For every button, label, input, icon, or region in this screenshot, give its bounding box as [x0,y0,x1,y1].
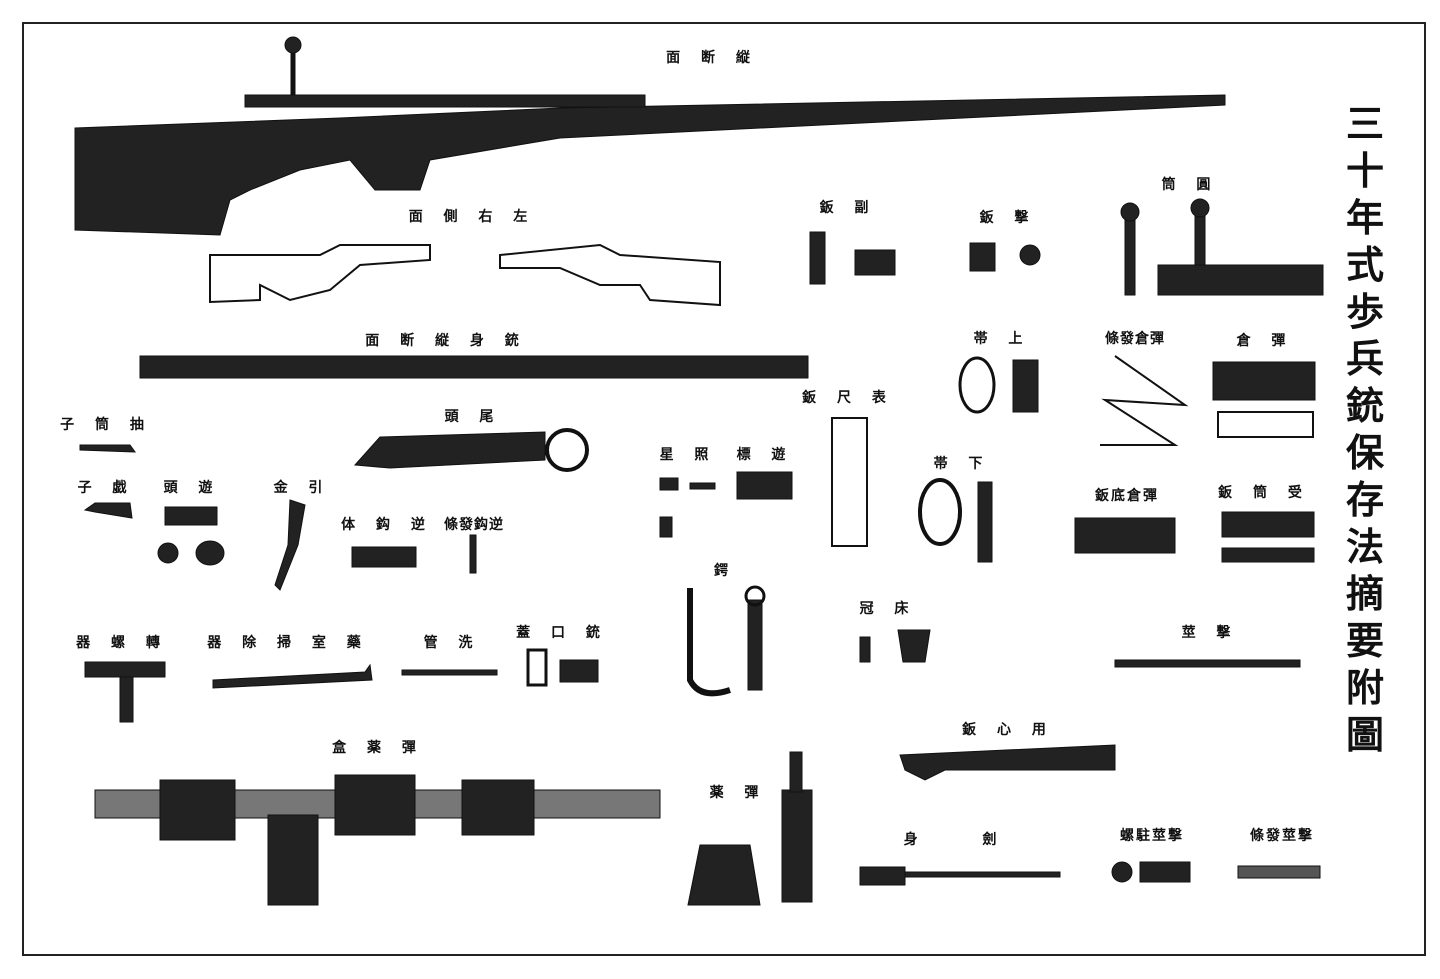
firing-pin-spring [1237,865,1321,879]
magazine-floor-plate [1074,517,1176,554]
screwdriver [84,661,166,723]
cleaning-rod [401,669,498,676]
label-screwdriver: 器 螺 轉 [76,635,168,651]
label-muzzle-cover: 蓋 口 銃 [516,625,608,641]
label-sub-plate: 鈑 副 [819,200,877,216]
chamber-cleaner [212,663,373,689]
muzzle-cover [526,648,599,687]
label-trigger: 金 引 [273,480,331,496]
label-slide: 標 遊 [736,447,794,463]
front-sight-and-slide [659,471,793,538]
label-sear-spring: 條發鈎逆 [444,517,504,533]
label-extractor: 子 筒 抽 [60,417,152,433]
striker-plate [969,242,1041,272]
sub-plate [809,231,896,285]
ejector [83,502,133,519]
label-trigger-guard: 鈑 心 用 [962,722,1054,738]
diagram-frame [22,22,1426,956]
lower-band [918,478,993,563]
label-ejector: 子 戯 [77,480,135,496]
sear [351,546,417,568]
label-striker-plate: 鈑 撃 [979,210,1037,226]
upper-band [958,356,1039,414]
label-firing-pin-spring: 條發莖撃 [1250,828,1314,844]
label-magazine-spring: 條發倉彈 [1105,331,1165,347]
label-magazine: 倉 彈 [1236,333,1294,349]
cylinder [1120,198,1324,296]
label-cylinder: 筒 圓 [1161,177,1219,193]
magazine [1212,361,1316,438]
main-title: 三十年式歩兵銃保存法摘要附圖 [1345,101,1384,757]
extractor [79,444,136,453]
bayonet [859,866,1061,886]
rifle-side-views [209,243,721,307]
label-firing-pin-screw: 螺駐莖撃 [1120,828,1184,844]
trigger [274,499,306,591]
label-bolt-cap: 頭 遊 [163,480,221,496]
firing-pin [1114,659,1301,668]
label-cleaning-rod: 管 洗 [423,635,481,651]
butt-plate [859,629,931,663]
label-magazine-floor-plate: 鈑底倉彈 [1095,488,1159,504]
label-firing-pin: 莖 撃 [1181,625,1239,641]
label-left-right-side: 面 側 右 左 [408,209,536,225]
label-upper-band: 帯 上 [973,331,1031,347]
trigger-guard [899,744,1116,781]
bolt-cap [157,506,225,566]
label-cartridge-box: 盒 薬 彈 [332,740,424,756]
barrel-section [139,355,809,379]
label-rear-sight-plate: 鈑 尺 表 [802,390,894,406]
label-chamber-cleaner: 器 除 掃 室 藥 [207,635,369,651]
firing-pin-screw [1111,861,1191,883]
label-barrel-section: 面 断 縦 身 銃 [365,333,527,349]
label-bolt-head: 頭 尾 [444,409,502,425]
magazine-spring [1100,355,1189,446]
label-sear: 体 鈎 逆 [341,517,433,533]
label-front-sight: 星 照 [659,447,717,463]
label-bayonet-blade: 身 劍 [903,832,1027,848]
rear-sight-plate [831,417,868,547]
label-longitudinal-section: 面 断 縦 [666,50,758,66]
bolt-head [353,428,589,472]
cartridges [687,751,813,906]
rifle-longitudinal-section [74,36,1226,236]
guard [687,585,766,697]
label-lower-band: 帯 下 [933,456,991,472]
label-receiver-plate: 鈑 筒 受 [1218,485,1310,501]
label-guard: 鍔 [714,563,736,579]
cartridge-box-belt [94,774,661,906]
sear-spring [469,534,477,574]
label-cartridges: 薬 彈 [709,785,767,801]
receiver-plate [1221,511,1315,563]
label-butt-plate: 冠 床 [859,601,917,617]
